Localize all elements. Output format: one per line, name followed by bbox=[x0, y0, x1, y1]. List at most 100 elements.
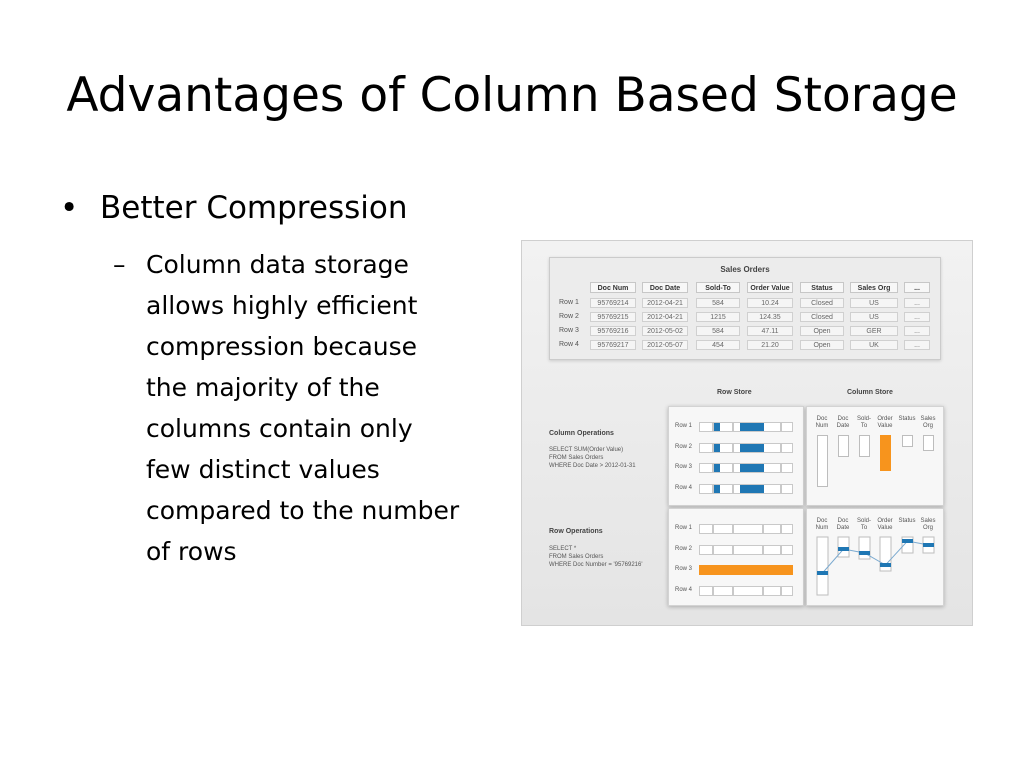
text-line: compared to the number bbox=[146, 496, 460, 525]
table-cell: US bbox=[850, 298, 898, 308]
table-title: Sales Orders bbox=[720, 265, 770, 274]
highlight-order-value bbox=[740, 484, 764, 493]
table-header-cell: Doc Date bbox=[642, 282, 688, 293]
table-cell: ... bbox=[904, 312, 930, 322]
store-row-label: Row 2 bbox=[675, 545, 693, 552]
row-store-column-ops-panel: Row 1 Row 2 Row 3 Row 4 bbox=[668, 406, 804, 506]
table-cell: 2012-05-02 bbox=[642, 326, 688, 336]
column-store-lookup-lines bbox=[816, 536, 935, 596]
store-cell bbox=[763, 442, 781, 453]
table-cell: 584 bbox=[696, 298, 740, 308]
store-cell bbox=[713, 483, 733, 494]
lookup-marker bbox=[923, 543, 934, 547]
highlight-doc-date bbox=[714, 443, 720, 452]
table-cell: 47.11 bbox=[747, 326, 793, 336]
table-cell: GER bbox=[850, 326, 898, 336]
row-label: Row 2 bbox=[559, 313, 579, 320]
store-row-label: Row 2 bbox=[675, 443, 693, 450]
store-cell bbox=[713, 585, 733, 596]
table-cell: Open bbox=[800, 340, 844, 350]
column-operations-sql: SELECT SUM(Order Value) FROM Sales Order… bbox=[549, 446, 636, 470]
store-cell bbox=[713, 544, 733, 555]
lookup-marker bbox=[902, 539, 913, 543]
column-operations-title: Column Operations bbox=[549, 430, 614, 437]
table-cell: 21.20 bbox=[747, 340, 793, 350]
store-cell bbox=[781, 442, 793, 453]
table-header-cell: Order Value bbox=[747, 282, 793, 293]
text-line: allows highly efficient bbox=[146, 291, 418, 320]
table-cell: 2012-05-07 bbox=[642, 340, 688, 350]
table-cell: 2012-04-21 bbox=[642, 312, 688, 322]
lookup-marker bbox=[838, 547, 849, 551]
table-cell: Open bbox=[800, 326, 844, 336]
table-header-cell: Sales Org bbox=[850, 282, 898, 293]
column-store-header: Sold-To bbox=[856, 518, 871, 531]
store-cell bbox=[763, 483, 781, 494]
store-cell bbox=[781, 524, 793, 534]
store-row-label: Row 1 bbox=[675, 423, 693, 429]
column-store-header: Status bbox=[898, 518, 916, 524]
store-cell bbox=[763, 463, 781, 473]
store-cell bbox=[713, 442, 733, 453]
lookup-marker bbox=[817, 571, 828, 575]
text-line: columns contain only bbox=[146, 414, 413, 443]
highlight-doc-date bbox=[714, 484, 720, 493]
table-cell: 10.24 bbox=[747, 298, 793, 308]
store-cell bbox=[699, 544, 713, 555]
store-cell bbox=[699, 524, 713, 534]
store-cell bbox=[699, 422, 713, 432]
text-line: few distinct values bbox=[146, 455, 380, 484]
table-cell: 95769215 bbox=[590, 312, 636, 322]
table-cell: 584 bbox=[696, 326, 740, 336]
column-box bbox=[901, 536, 914, 554]
highlight-doc-date bbox=[714, 423, 720, 431]
sql-line: SELECT * bbox=[549, 546, 577, 552]
highlight-doc-date bbox=[714, 464, 720, 472]
column-box bbox=[902, 435, 913, 447]
text-line: compression because bbox=[146, 332, 418, 361]
table-cell: Closed bbox=[800, 312, 844, 322]
table-cell: 95769216 bbox=[590, 326, 636, 336]
store-cell bbox=[713, 422, 733, 432]
table-cell: 95769217 bbox=[590, 340, 636, 350]
table-cell: UK bbox=[850, 340, 898, 350]
table-header-cell: Status bbox=[800, 282, 844, 293]
column-store-header: Sold-To bbox=[856, 416, 871, 429]
column-box bbox=[858, 536, 871, 560]
sql-line: FROM Sales Orders bbox=[549, 455, 604, 461]
sql-line: WHERE Doc Date > 2012-01-31 bbox=[549, 463, 636, 469]
column-store-header: Status bbox=[898, 416, 916, 422]
store-cell bbox=[763, 422, 781, 432]
highlight-order-value bbox=[740, 443, 764, 452]
bullet-dash: – bbox=[113, 250, 126, 279]
store-row-label: Row 3 bbox=[675, 464, 693, 470]
store-cell bbox=[699, 463, 713, 473]
sql-line: SELECT SUM(Order Value) bbox=[549, 447, 624, 453]
table-cell: 1215 bbox=[696, 312, 740, 322]
row-operations-title: Row Operations bbox=[549, 528, 603, 535]
column-box bbox=[859, 435, 870, 457]
store-cell bbox=[763, 524, 781, 534]
store-cell bbox=[733, 585, 763, 596]
sub-bullet-text: Column data storage allows highly effici… bbox=[146, 244, 459, 572]
store-cell bbox=[781, 585, 793, 596]
column-box bbox=[817, 435, 828, 487]
store-row-label: Row 4 bbox=[675, 484, 693, 491]
column-box bbox=[879, 536, 892, 572]
row-label: Row 4 bbox=[559, 341, 579, 348]
sql-line: FROM Sales Orders bbox=[549, 554, 604, 560]
text-line: Column data storage bbox=[146, 250, 409, 279]
column-box bbox=[923, 435, 934, 451]
table-cell: 454 bbox=[696, 340, 740, 350]
store-cell bbox=[781, 544, 793, 555]
highlight-order-value bbox=[740, 423, 764, 431]
